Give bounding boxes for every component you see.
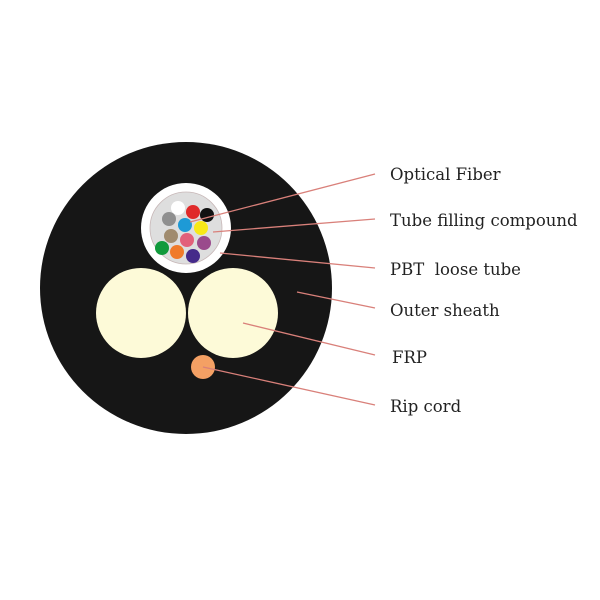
fiber-gray <box>162 212 176 226</box>
fiber-black <box>200 208 214 222</box>
leader-line-outer-sheath <box>296 291 376 309</box>
leader-line-frp <box>242 322 376 356</box>
fiber-violet <box>197 236 211 250</box>
leader-line-optical-fiber <box>189 173 376 223</box>
outer-sheath <box>40 142 332 434</box>
fiber-white <box>171 201 185 215</box>
fiber-yellow <box>194 221 208 235</box>
label-frp: FRP <box>392 348 427 367</box>
fiber-blue <box>178 218 192 232</box>
leader-line-pbt-loose-tube <box>219 252 376 269</box>
label-optical-fiber: Optical Fiber <box>390 165 501 184</box>
frp-left <box>96 268 186 358</box>
label-tube-filling-compound: Tube filling compound <box>390 211 578 230</box>
fiber-purple <box>186 249 200 263</box>
cable-cross-section <box>40 142 332 434</box>
fiber-brown <box>164 229 178 243</box>
fiber-orange <box>170 245 184 259</box>
optical-fibers <box>155 201 214 263</box>
component-labels: Optical Fiber Tube filling compound PBT … <box>390 165 578 416</box>
leader-lines <box>189 173 376 406</box>
frp-right <box>188 268 278 358</box>
fiber-rose <box>180 233 194 247</box>
label-outer-sheath: Outer sheath <box>390 301 500 320</box>
label-pbt-loose-tube: PBT loose tube <box>390 260 521 279</box>
leader-line-rip-cord <box>202 366 376 406</box>
label-rip-cord: Rip cord <box>390 397 462 416</box>
fiber-green <box>155 241 169 255</box>
leader-line-tube-filling-compound <box>212 218 376 233</box>
fiber-red <box>186 205 200 219</box>
